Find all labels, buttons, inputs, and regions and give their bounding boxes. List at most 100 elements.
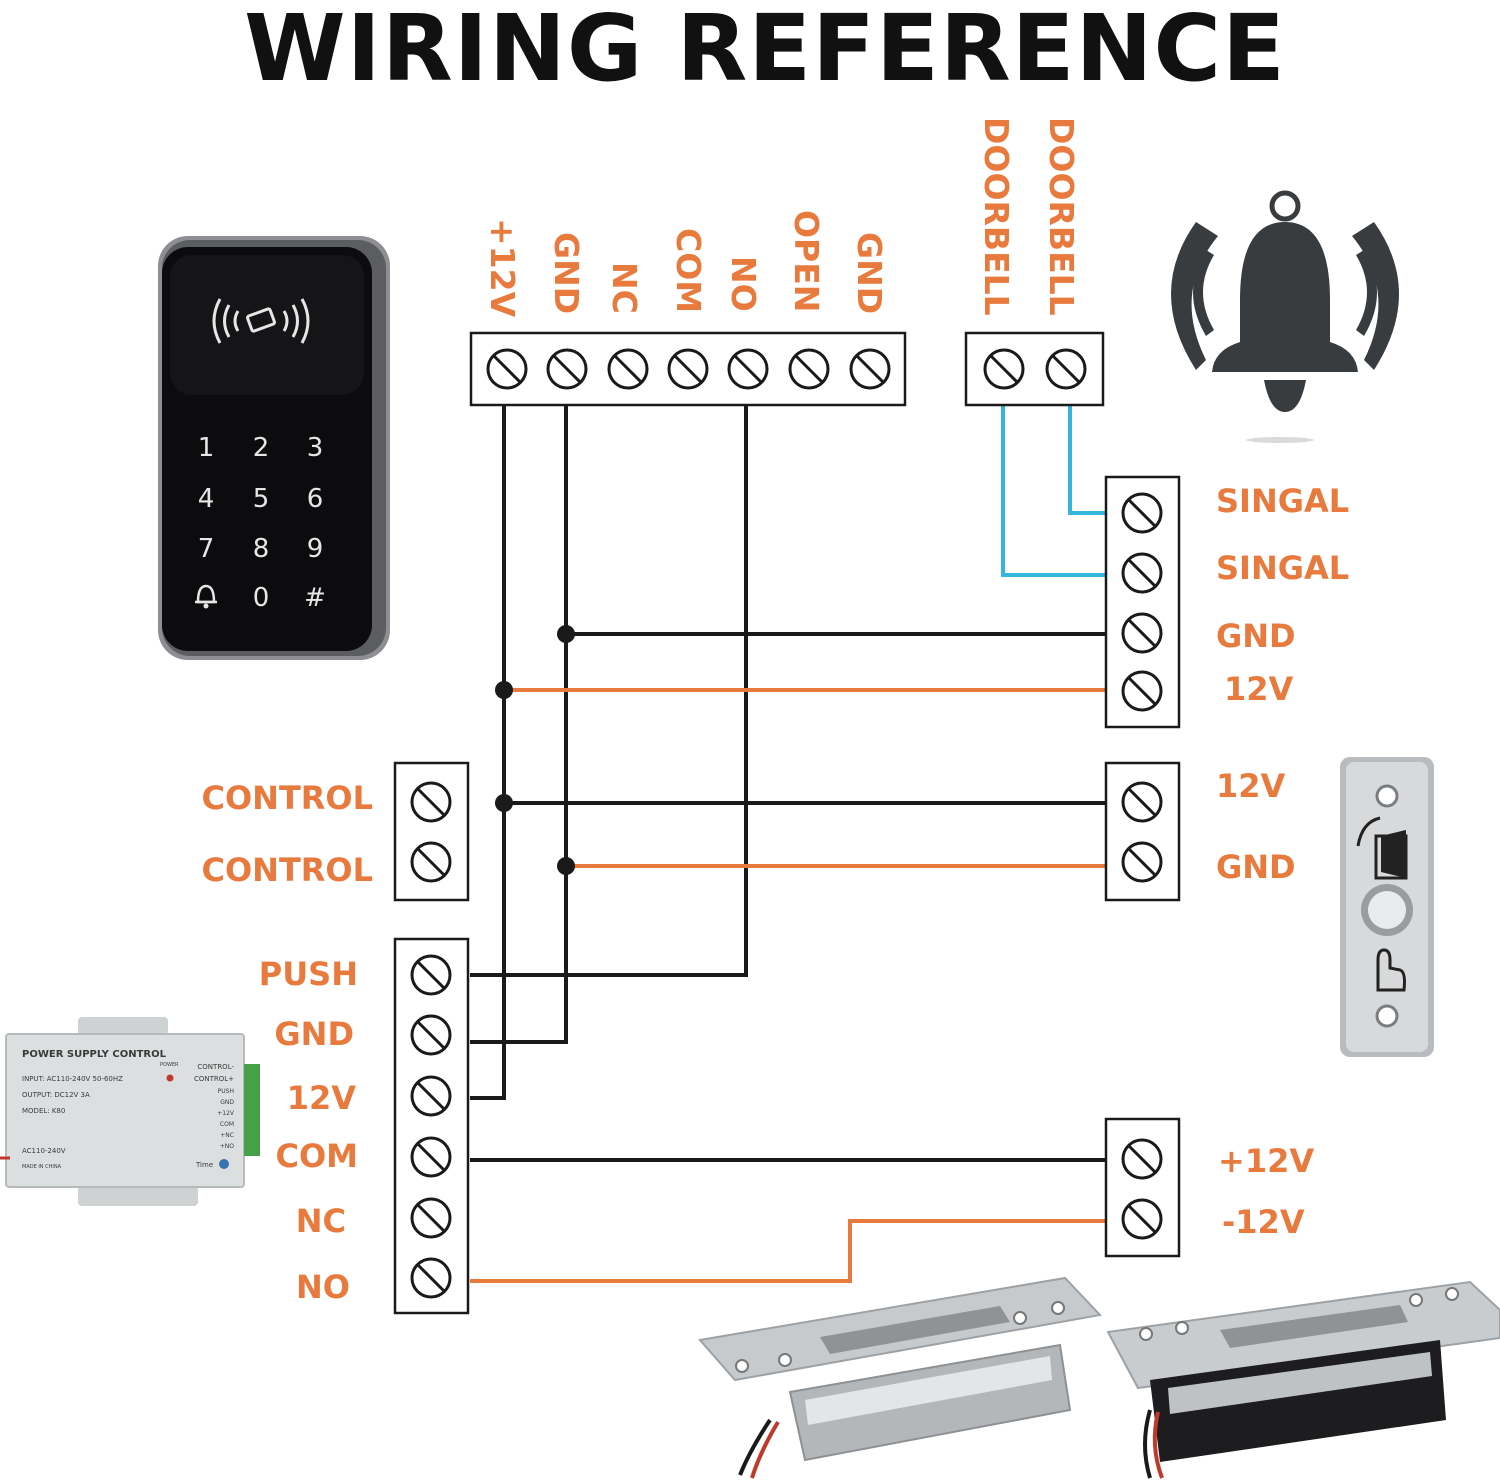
wire-reader-no	[470, 405, 748, 977]
label-reader-open: OPEN	[787, 210, 826, 312]
screw-terminal	[410, 841, 452, 883]
screw-terminal	[1121, 1198, 1163, 1240]
keypad-key: 7	[198, 534, 215, 564]
psu-power-label: POWER	[160, 1062, 179, 1068]
psu-terminal-text: PUSH	[218, 1088, 234, 1095]
screw-terminal	[1121, 612, 1163, 654]
wire-reader-gnd	[470, 405, 568, 1044]
wires	[470, 405, 1106, 1283]
psu-line: INPUT: AC110-240V 50-60HZ	[22, 1075, 123, 1083]
label-lock-plus12v: +12V	[1218, 1142, 1314, 1180]
exit-push-button	[1340, 757, 1434, 1057]
keypad-key: 6	[307, 484, 324, 514]
label-lock-minus12v: -12V	[1222, 1203, 1305, 1241]
label-reader-com: COM	[669, 228, 708, 313]
label-bell-gnd: GND	[1216, 617, 1296, 655]
label-bell-signal-2: SINGAL	[1216, 549, 1349, 587]
psu-terminal-text: +NO	[220, 1143, 235, 1150]
screw-terminal	[546, 348, 588, 390]
psu-terminal-text: CONTROL-	[197, 1063, 234, 1071]
doorbell-terminal-labels: DOORBELL DOORBELL	[977, 117, 1081, 316]
screw-terminal	[410, 781, 452, 823]
junction-dot	[495, 794, 513, 812]
psu-ac-label: AC110-240V	[22, 1147, 66, 1155]
screw-terminal	[1121, 841, 1163, 883]
exit-button-terminal-block	[1104, 761, 1181, 902]
doorbell-terminal-block	[964, 331, 1105, 407]
wire-doorbell-1	[1001, 405, 1106, 577]
psu-heading: POWER SUPPLY CONTROL	[22, 1049, 167, 1060]
keypad-keys: 1 2 3 4 5 6 7 8 9 0 #	[195, 433, 326, 613]
screw-terminal	[1121, 552, 1163, 594]
label-doorbell-2: DOORBELL	[1042, 117, 1081, 316]
label-bell-signal-1: SINGAL	[1216, 482, 1349, 520]
screw-terminal	[410, 954, 452, 996]
psu-made-label: MADE IN CHINA	[22, 1164, 62, 1170]
screw-terminal	[849, 348, 891, 390]
keypad-bell-icon	[195, 584, 217, 609]
screw-terminal	[1121, 670, 1163, 712]
bell-labels: SINGAL SINGAL GND 12V	[1216, 482, 1349, 708]
psu-terminal-text: CONTROL+	[194, 1075, 234, 1083]
label-reader-12v: +12V	[483, 218, 522, 318]
exit-button-labels: 12V GND	[1216, 767, 1296, 886]
junction-dot	[495, 681, 513, 699]
diagram-title: WIRING REFERENCE	[244, 0, 1286, 102]
psu-time-label: Time	[195, 1161, 213, 1169]
psu-terminal-text: COM	[220, 1121, 234, 1128]
keypad-key: 4	[198, 484, 215, 514]
label-reader-gnd: GND	[547, 232, 586, 314]
label-control-2: CONTROL	[201, 851, 373, 889]
psu-line: MODEL: K80	[22, 1107, 65, 1115]
label-exit-12v: 12V	[1216, 767, 1286, 805]
screw-terminal	[727, 348, 769, 390]
reader-terminal-block	[469, 331, 907, 407]
label-control-1: CONTROL	[201, 779, 373, 817]
hand-push-icon	[1376, 948, 1406, 992]
lock-labels: +12V -12V	[1218, 1142, 1314, 1241]
wire-reader-12v	[470, 405, 506, 1100]
label-doorbell-1: DOORBELL	[977, 117, 1016, 316]
label-psu-no: NO	[296, 1268, 350, 1306]
screw-terminal	[1121, 1138, 1163, 1180]
control-terminal-block	[393, 761, 470, 902]
psu-terminal-block	[393, 937, 470, 1315]
screw-terminal	[607, 348, 649, 390]
screw-terminal	[410, 1197, 452, 1239]
keypad-key: 1	[198, 433, 215, 463]
label-psu-com: COM	[275, 1137, 358, 1175]
reader-terminal-labels: +12V GND NC COM NO OPEN GND	[483, 210, 889, 318]
keypad-key: 8	[253, 534, 270, 564]
wire-lock-no	[470, 1219, 1106, 1283]
label-psu-push: PUSH	[259, 955, 358, 993]
bell-terminal-block	[1104, 475, 1181, 729]
label-psu-nc: NC	[296, 1202, 346, 1240]
electric-strike-lock-silver	[698, 1276, 1103, 1479]
screw-terminal	[1121, 781, 1163, 823]
label-bell-12v: 12V	[1224, 670, 1294, 708]
psu-labels: PUSH GND 12V COM NC NO	[259, 955, 358, 1306]
lock-terminal-block	[1104, 1117, 1181, 1258]
screw-terminal	[667, 348, 709, 390]
psu-terminal-text: GND	[220, 1099, 234, 1106]
label-psu-gnd: GND	[274, 1015, 354, 1053]
label-exit-gnd: GND	[1216, 848, 1296, 886]
keypad-key: 2	[253, 433, 270, 463]
electric-strike-lock-black	[1106, 1280, 1500, 1479]
screw-terminal	[410, 1257, 452, 1299]
wire-doorbell-2	[1068, 405, 1106, 515]
keypad-key: 5	[253, 484, 270, 514]
keypad-key: 0	[253, 583, 270, 613]
screw-terminal	[788, 348, 830, 390]
psu-terminal-text: +12V	[217, 1110, 235, 1117]
junction-dot	[557, 857, 575, 875]
psu-line: OUTPUT: DC12V 3A	[22, 1091, 90, 1099]
junction-dot	[557, 625, 575, 643]
screw-terminal	[1121, 492, 1163, 534]
screw-terminal	[410, 1136, 452, 1178]
label-reader-no: NO	[724, 256, 763, 312]
screw-terminal	[1045, 348, 1087, 390]
screw-terminal	[410, 1014, 452, 1056]
keypad-reader: 1 2 3 4 5 6 7 8 9 0 #	[158, 236, 390, 660]
